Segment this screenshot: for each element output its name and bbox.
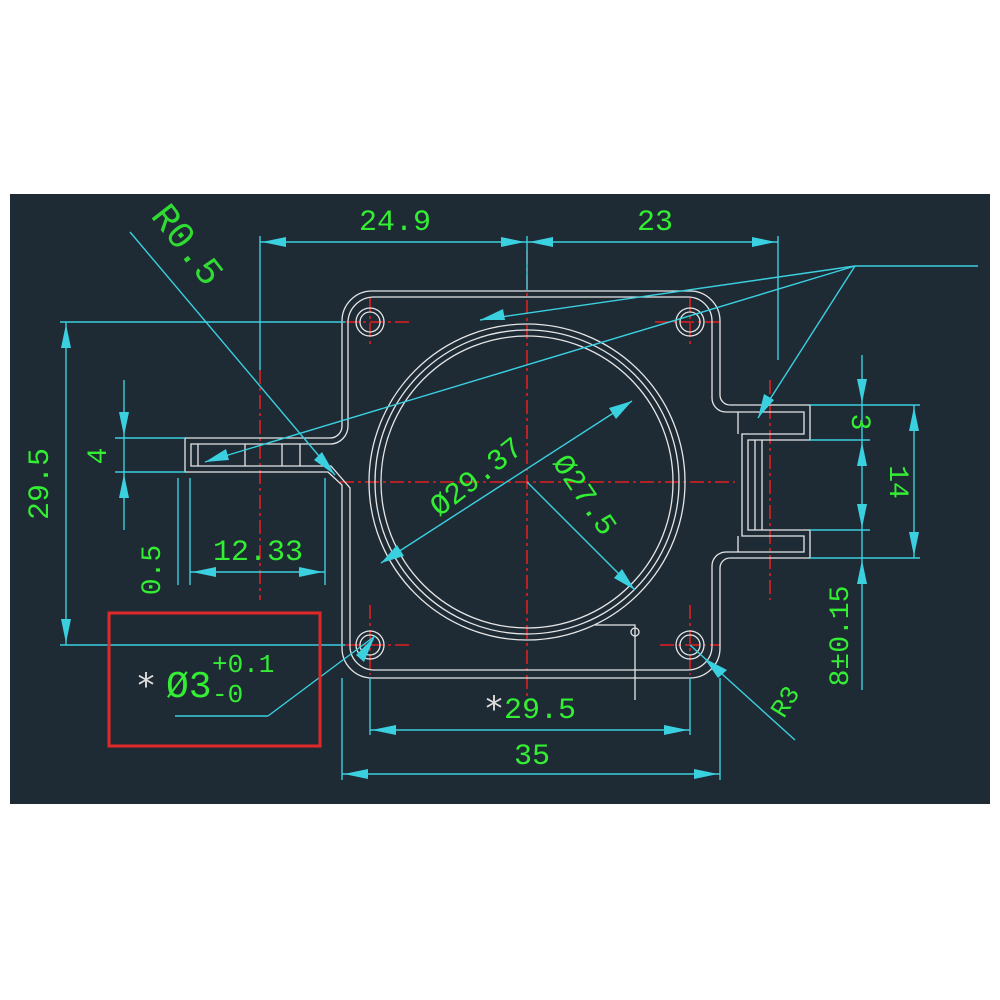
dim-slot-width-right: 3 — [843, 414, 874, 431]
dim-slot-height-left: 4 — [84, 448, 115, 465]
callout-tol-lower: -0 — [212, 680, 243, 710]
drawing-background — [10, 194, 990, 804]
dim-slot-span-right: 14 — [881, 465, 912, 499]
arrowheads — [61, 237, 919, 779]
dim-slot-pos-right: 8±0.15 — [826, 586, 857, 687]
callout-diameter: Ø3 — [166, 666, 212, 709]
dim-slot-gap-left: 0.5 — [138, 545, 169, 595]
dim-hole-spacing: 29.5 — [504, 694, 576, 728]
dim-top-left-width: 24.9 — [359, 206, 431, 240]
callout-tol-upper: +0.1 — [212, 650, 274, 680]
dim-overall-width: 35 — [514, 740, 550, 774]
part-outline — [184, 290, 811, 700]
callout-star: * — [138, 666, 155, 706]
dim-hole-spacing-star: * — [486, 689, 503, 729]
dim-overall-height: 29.5 — [24, 448, 58, 520]
dim-slot-length-left: 12.33 — [213, 536, 303, 570]
hole-callout-box — [107, 611, 322, 748]
dim-top-right-width: 23 — [637, 206, 673, 240]
